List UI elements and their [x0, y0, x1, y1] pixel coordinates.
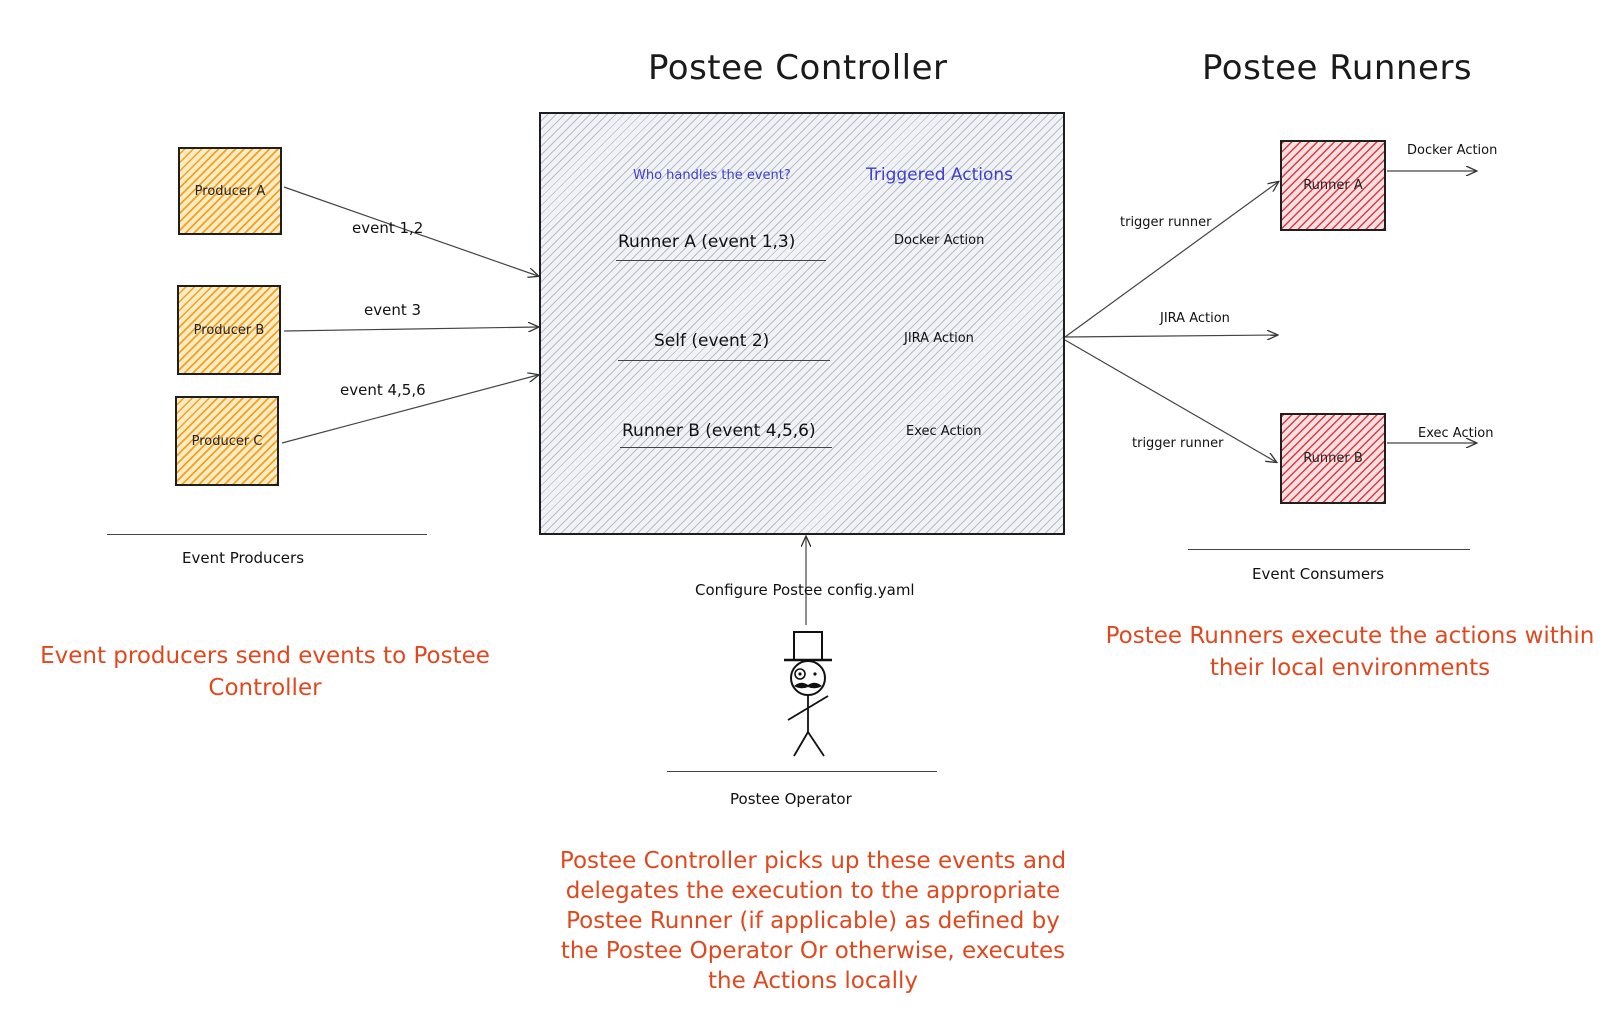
- edge-label-trigger-runner-a: trigger runner: [1120, 215, 1212, 230]
- controller-row-runner-a: Runner A (event 1,3): [618, 232, 796, 252]
- runner-b-box[interactable]: Runner B: [1280, 413, 1386, 504]
- runner-b-label: Runner B: [1303, 451, 1363, 466]
- producer-a-label: Producer A: [194, 183, 266, 199]
- runner-a-action: Docker Action: [1407, 143, 1498, 158]
- producers-divider: [107, 534, 427, 535]
- runner-a-label: Runner A: [1303, 178, 1363, 193]
- controller-row-runner-b: Runner B (event 4,5,6): [622, 421, 816, 441]
- runners-note: Postee Runners execute the actions withi…: [1105, 623, 1595, 681]
- controller-action-exec: Exec Action: [906, 424, 982, 439]
- controller-col-actions: Triggered Actions: [866, 165, 1014, 185]
- producers-note: Event producers send events to Postee Co…: [40, 643, 490, 701]
- controller-row-self: Self (event 2): [654, 331, 770, 351]
- controller-action-docker: Docker Action: [894, 233, 985, 248]
- operator-caption: Postee Operator: [730, 790, 852, 808]
- edge-to-runner-a: [1064, 182, 1278, 338]
- edge-producer-a: [283, 186, 538, 276]
- controller-heading: Postee Controller: [648, 48, 948, 88]
- runner-a-box[interactable]: Runner A: [1280, 140, 1386, 231]
- controller-row-divider-3: [620, 447, 832, 448]
- operator-config-label: Configure Postee config.yaml: [695, 581, 915, 599]
- edge-producer-c: [281, 375, 538, 444]
- producers-caption: Event Producers: [182, 549, 305, 567]
- controller-row-divider-1: [616, 260, 826, 261]
- operator-divider: [667, 771, 937, 772]
- edge-label-event-3: event 3: [364, 301, 422, 319]
- controller-note: Postee Controller picks up these events …: [559, 848, 1067, 994]
- edge-producer-b: [283, 327, 538, 331]
- producer-c-label: Producer C: [191, 433, 263, 449]
- edge-to-runner-b: [1064, 339, 1276, 462]
- controller-action-jira: JIRA Action: [904, 331, 974, 346]
- operator-figure-icon: [784, 631, 832, 757]
- edge-jira: [1064, 335, 1277, 337]
- edge-label-jira-action: JIRA Action: [1160, 311, 1230, 326]
- runners-heading: Postee Runners: [1202, 48, 1473, 88]
- edge-label-event-4-5-6: event 4,5,6: [340, 381, 426, 399]
- producer-a-box[interactable]: Producer A: [178, 147, 282, 235]
- consumers-divider: [1188, 549, 1470, 550]
- producer-b-box[interactable]: Producer B: [177, 285, 281, 375]
- producer-c-box[interactable]: Producer C: [175, 396, 279, 486]
- controller-col-handler: Who handles the event?: [633, 168, 791, 183]
- consumers-caption: Event Consumers: [1252, 565, 1385, 583]
- edge-label-event-1-2: event 1,2: [352, 219, 424, 237]
- runner-b-action: Exec Action: [1418, 426, 1494, 441]
- controller-row-divider-2: [618, 360, 830, 361]
- producer-b-label: Producer B: [193, 322, 265, 338]
- controller-box[interactable]: [539, 112, 1065, 535]
- edge-label-trigger-runner-b: trigger runner: [1132, 436, 1224, 451]
